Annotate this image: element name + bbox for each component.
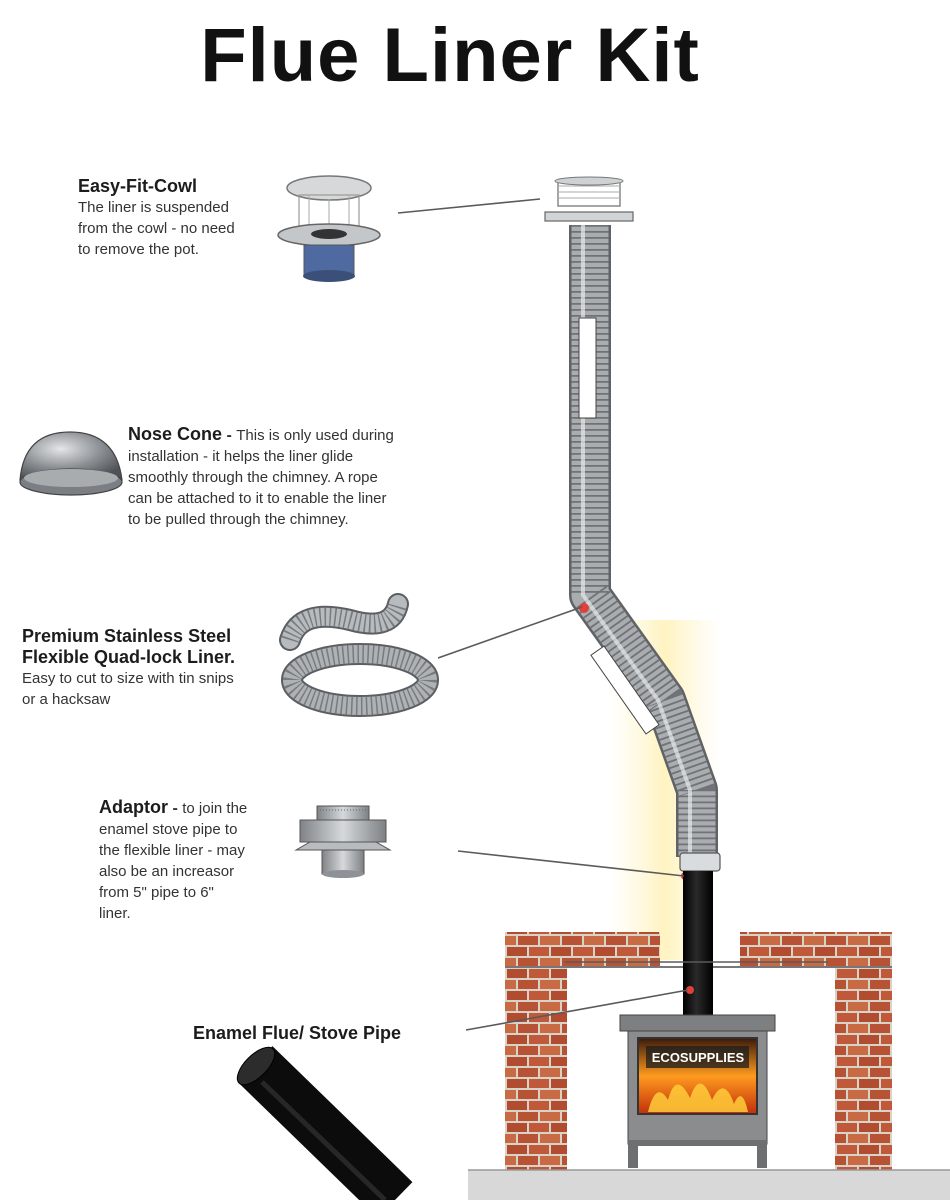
nose-cone-name: Nose Cone xyxy=(128,424,223,444)
adaptor-desc-line: enamel stove pipe to xyxy=(99,821,238,838)
adaptor-name: Adaptor xyxy=(99,797,168,817)
nose-cone-desc-line: smoothly through the chimney. A rope xyxy=(128,469,378,486)
adaptor-desc-line: liner. xyxy=(99,905,131,922)
nose-cone-separator: - xyxy=(222,427,237,444)
liner-brand-label-lower xyxy=(590,645,660,735)
stove-brand-text: ECOSUPPLIES xyxy=(652,1050,745,1065)
adaptor-desc-line: also be an increasor xyxy=(99,863,235,880)
nose-cone-desc-line: This is only used during xyxy=(236,427,394,444)
cowl-desc-line: The liner is suspended xyxy=(78,199,229,216)
cowl-label: Easy-Fit-Cowl The liner is suspended fro… xyxy=(78,176,235,260)
page-title: Flue Liner Kit xyxy=(200,13,700,98)
liner-name-line1: Premium Stainless Steel xyxy=(22,626,232,646)
stove-pipe-label: Enamel Flue/ Stove Pipe xyxy=(193,1023,401,1044)
coiled-liner-image xyxy=(279,593,439,717)
adaptor-desc-line: the flexible liner - may xyxy=(99,842,245,859)
leader-lines xyxy=(397,198,828,1031)
adaptor-desc-line: to join the xyxy=(182,800,248,817)
enamel-stove-pipe xyxy=(683,871,713,1017)
adaptor-label: Adaptor - to join the enamel stove pipe … xyxy=(99,797,247,924)
nose-cone-desc-line: installation - it helps the liner glide xyxy=(128,448,354,465)
stove-pipe-marker xyxy=(686,986,694,994)
adaptor-image xyxy=(294,805,392,878)
liner-name-line2: Flexible Quad-lock Liner. xyxy=(22,647,236,667)
liner-label: Premium Stainless Steel Flexible Quad-lo… xyxy=(22,626,235,710)
adaptor-desc-line: from 5" pipe to 6" xyxy=(99,884,214,901)
fireplace xyxy=(468,932,950,1200)
wood-stove: ECOSUPPLIES xyxy=(619,1014,776,1168)
stove-pipe-name: Enamel Flue/ Stove Pipe xyxy=(193,1023,402,1043)
chimney-cowl xyxy=(544,176,634,222)
cowl-name: Easy-Fit-Cowl xyxy=(78,176,198,196)
liner-brand-label-upper xyxy=(578,317,597,419)
adaptor-collar xyxy=(679,852,721,872)
brick-pier-right xyxy=(835,965,892,1170)
liner-desc-line: Easy to cut to size with tin snips xyxy=(22,670,234,687)
nose-cone-desc-line: to be pulled through the chimney. xyxy=(128,511,349,528)
nose-cone-image xyxy=(19,431,123,496)
nose-cone-desc-line: can be attached to it to enable the line… xyxy=(128,490,387,507)
brick-pier-left xyxy=(505,965,567,1170)
cowl-product-image xyxy=(277,175,381,282)
flexible-liner xyxy=(569,225,718,857)
liner-marker xyxy=(579,603,589,613)
hearth xyxy=(468,1170,950,1200)
nose-cone-label: Nose Cone - This is only used during ins… xyxy=(128,424,394,530)
enamel-pipe-image xyxy=(236,1046,413,1200)
cowl-desc-line: to remove the pot. xyxy=(78,241,199,258)
adaptor-separator: - xyxy=(168,800,183,817)
cowl-desc-line: from the cowl - no need xyxy=(78,220,235,237)
liner-desc-line: or a hacksaw xyxy=(22,691,111,708)
